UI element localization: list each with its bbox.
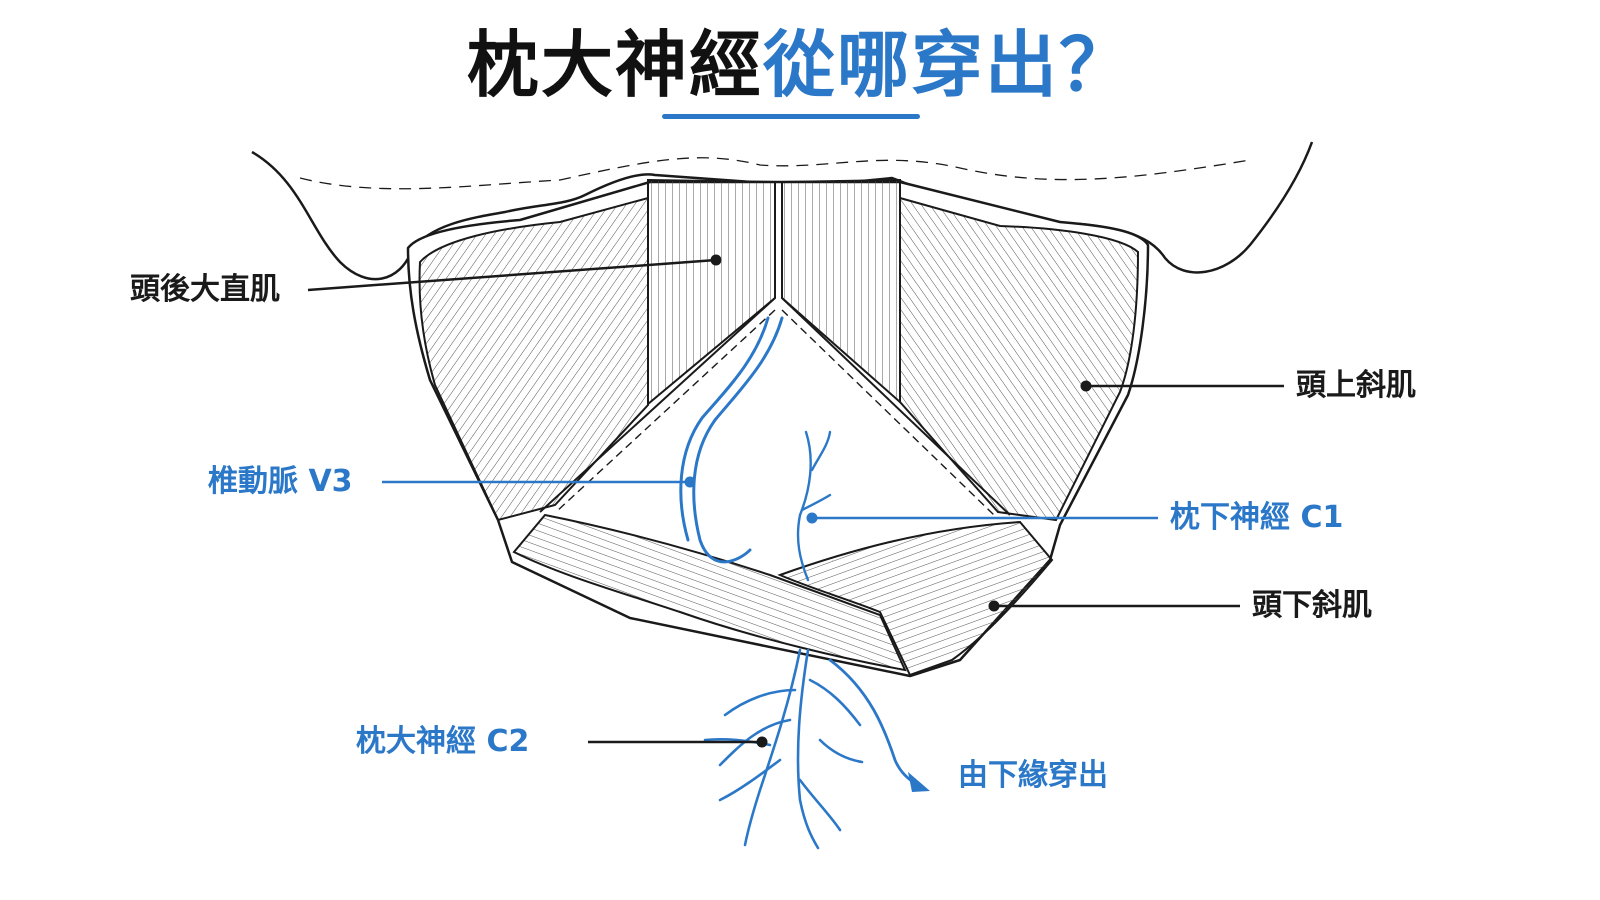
leader-dot-c2 <box>756 736 768 748</box>
label-obliquus-capitis-superior: 頭上斜肌 <box>1296 368 1416 403</box>
label-greater-occipital-nerve: 枕大神經 C2 <box>356 724 530 759</box>
page-title: 枕大神經從哪穿出？ <box>0 20 1600 110</box>
leader-dots-dark <box>710 254 1092 612</box>
rectus-major-right <box>781 178 901 405</box>
label-exit-note: 由下緣穿出 <box>958 758 1108 793</box>
inferior-oblique-right <box>777 520 1054 677</box>
label-rectus-capitis-posterior-major: 頭後大直肌 <box>130 272 280 307</box>
suboccipital-nerve <box>796 430 832 582</box>
leader-lines-dark <box>307 258 1284 608</box>
label-vertebral-artery: 椎動脈 V3 <box>208 464 353 499</box>
inferior-oblique-left <box>512 513 907 672</box>
leader-lines-blue <box>382 480 1158 520</box>
leader-dots-blue <box>684 476 818 524</box>
exit-arrow-path <box>828 658 922 788</box>
vertebral-artery <box>679 316 784 564</box>
greater-occipital-nerve <box>703 648 864 850</box>
title-part-1: 枕大神經 <box>466 23 763 107</box>
title-part-2: 從哪穿出？ <box>763 23 1134 107</box>
title-underline <box>662 114 920 119</box>
suboccipital-triangle-borders <box>539 297 1011 516</box>
exit-arrow-head <box>908 772 930 792</box>
label-suboccipital-nerve: 枕下神經 C1 <box>1170 500 1344 535</box>
label-obliquus-capitis-inferior: 頭下斜肌 <box>1252 588 1372 623</box>
